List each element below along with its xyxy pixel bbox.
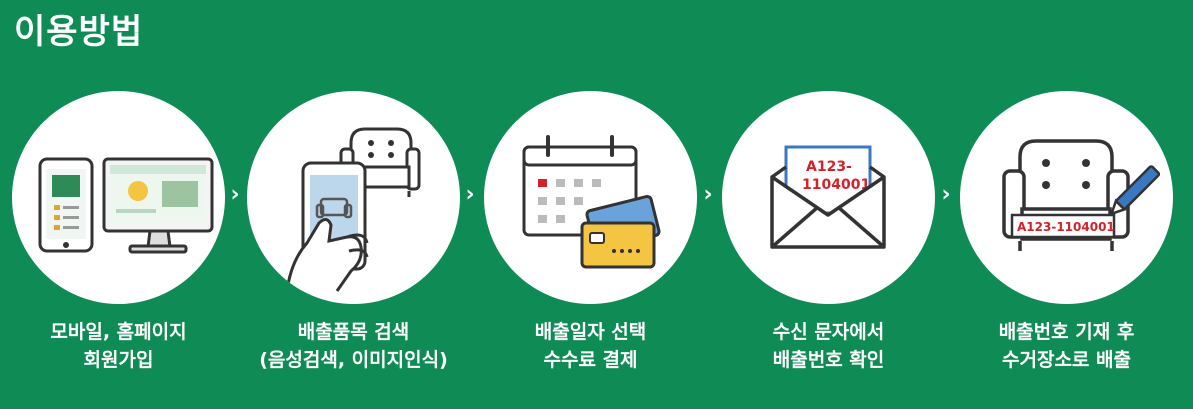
step-3-line2: 수수료 결제 <box>543 349 638 371</box>
step-1-illustration <box>12 91 225 304</box>
step-4-line1: 수신 문자에서 <box>772 321 885 343</box>
step-4-line2: 배출번호 확인 <box>772 349 885 371</box>
step-dispose: A123-1104001 배출번호 기재 후 수거장소로 배출 <box>960 91 1173 374</box>
calendar-card-icon <box>522 135 661 269</box>
step-confirm-number: A123- 1104001 수신 문자에서 배출번호 확인 <box>722 91 935 374</box>
step-5-line2: 수거장소로 배출 <box>1002 349 1131 371</box>
step-1-line1: 모바일, 홈페이지 <box>50 321 187 343</box>
step-search: 배출품목 검색 (음성검색, 이미지인식) <box>247 91 460 374</box>
step-3-illustration <box>484 91 697 304</box>
step-register: 모바일, 홈페이지 회원가입 <box>12 91 225 374</box>
chevron-right-icon: › <box>941 182 951 207</box>
step-2-illustration <box>247 91 460 304</box>
step-2-line1: 배출품목 검색 <box>297 321 410 343</box>
sofa-tag-icon: A123-1104001 <box>1002 139 1161 251</box>
step-2-line2: (음성검색, 이미지인식) <box>259 349 448 371</box>
envelope-message-icon: A123- 1104001 <box>770 145 886 249</box>
step-schedule-pay: 배출일자 선택 수수료 결제 <box>484 91 697 374</box>
chevron-right-icon: › <box>703 182 713 207</box>
page-title: 이용방법 <box>14 12 144 52</box>
step-5-line1: 배출번호 기재 후 <box>998 321 1135 343</box>
step-1-line2: 회원가입 <box>83 349 154 371</box>
devices-icon <box>38 157 214 254</box>
step-5-illustration: A123-1104001 <box>960 91 1173 304</box>
chevron-right-icon: › <box>465 182 475 207</box>
chevron-right-icon: › <box>230 182 240 207</box>
sofa-tag-code: A123-1104001 <box>1017 220 1115 234</box>
message-code-line1: A123- <box>806 159 852 175</box>
step-4-illustration: A123- 1104001 <box>722 91 935 304</box>
step-3-line1: 배출일자 선택 <box>534 321 647 343</box>
phone-scan-icon <box>285 127 421 292</box>
message-code-line2: 1104001 <box>802 177 870 193</box>
